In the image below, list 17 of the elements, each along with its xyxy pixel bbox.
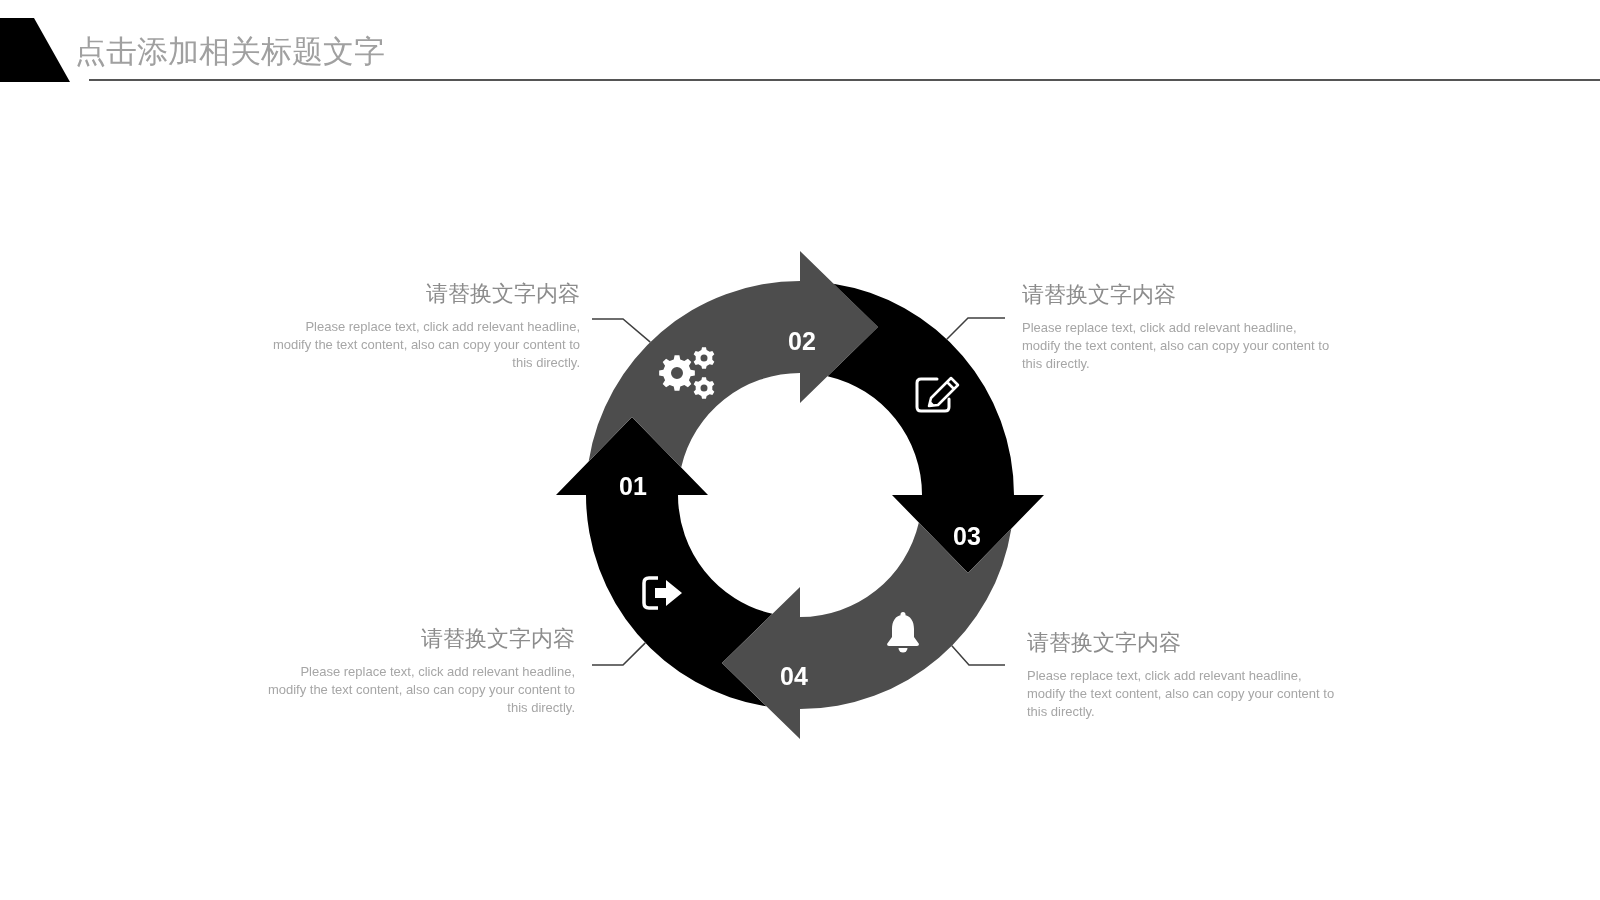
step-heading: 请替换文字内容	[421, 625, 575, 653]
leader-line	[591, 318, 651, 343]
step-description: Please replace text, click add relevant headline, modify the text content, also can copy your content to this directly.	[1027, 667, 1336, 721]
step-description: Please replace text, click add relevant headline, modify the text content, also can copy your content to this directly.	[266, 663, 575, 717]
step-number: 03	[953, 523, 981, 549]
step-heading: 请替换文字内容	[1022, 281, 1176, 309]
slide-title: 点击添加相关标题文字	[75, 33, 385, 70]
step-number: 02	[788, 328, 816, 354]
leader-line	[946, 317, 1006, 340]
step-description: Please replace text, click add relevant headline, modify the text content, also can copy your content to this directly.	[1022, 319, 1331, 373]
step-heading: 请替换文字内容	[426, 280, 580, 308]
step-number: 01	[619, 473, 647, 499]
step-heading: 请替换文字内容	[1027, 629, 1181, 657]
leader-line	[591, 642, 647, 666]
step-description: Please replace text, click add relevant headline, modify the text content, also can copy your content to this directly.	[271, 318, 580, 372]
leader-line	[951, 645, 1006, 666]
step-number: 04	[780, 663, 808, 689]
